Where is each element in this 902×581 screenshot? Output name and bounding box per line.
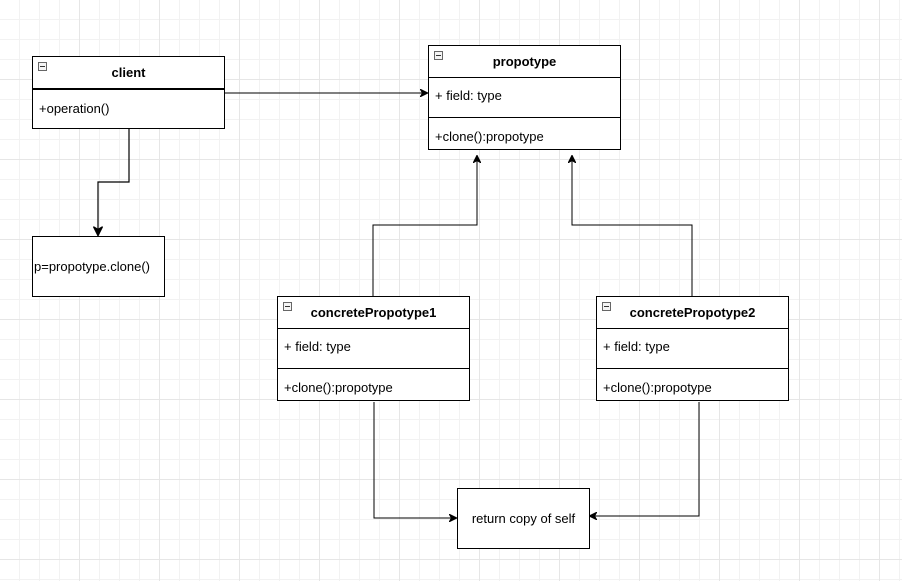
class-propotype-header[interactable]: propotype [429,46,620,78]
class-propotype-method[interactable]: +clone():propotype [435,129,544,144]
class-propotype-divider [429,117,620,118]
class-concrete-propotype-2[interactable]: concretePropotype2 + field: type +clone(… [596,296,789,401]
class-client-header[interactable]: client [33,57,224,87]
class-propotype-name: propotype [492,54,557,69]
note-clone-call[interactable]: p=propotype.clone() [32,236,165,297]
class-propotype[interactable]: propotype + field: type +clone():propoty… [428,45,621,150]
collapse-minus-icon[interactable] [38,62,47,71]
class-concrete-propotype-1-method[interactable]: +clone():propotype [284,380,393,395]
collapse-minus-icon[interactable] [602,302,611,311]
note-clone-call-text: p=propotype.clone() [34,259,150,274]
collapse-minus-icon[interactable] [283,302,292,311]
class-concrete-propotype-1-name: concretePropotype1 [310,305,437,320]
class-concrete-propotype-2-name: concretePropotype2 [629,305,756,320]
class-client-divider [33,88,224,90]
edge-client-to-clone-note[interactable] [98,128,130,236]
class-propotype-field[interactable]: + field: type [435,88,502,103]
note-return-copy[interactable]: return copy of self [457,488,590,549]
class-concrete-propotype-2-field[interactable]: + field: type [603,339,670,354]
class-concrete-propotype-1-field[interactable]: + field: type [284,339,351,354]
class-client-name: client [111,65,146,80]
class-client-method[interactable]: +operation() [39,101,110,116]
collapse-minus-icon[interactable] [434,51,443,60]
class-concrete-propotype-2-header[interactable]: concretePropotype2 [597,297,788,329]
class-concrete-propotype-2-divider [597,368,788,369]
class-client[interactable]: client +operation() [32,56,225,129]
edge-concrete2-to-return-note[interactable] [589,402,700,516]
class-concrete-propotype-2-method[interactable]: +clone():propotype [603,380,712,395]
note-return-copy-text: return copy of self [471,511,576,526]
edge-concrete1-to-propotype[interactable] [372,155,477,296]
class-concrete-propotype-1-header[interactable]: concretePropotype1 [278,297,469,329]
edge-concrete2-to-propotype[interactable] [572,155,693,296]
class-concrete-propotype-1[interactable]: concretePropotype1 + field: type +clone(… [277,296,470,401]
class-concrete-propotype-1-divider [278,368,469,369]
edge-concrete1-to-return-note[interactable] [373,402,457,518]
